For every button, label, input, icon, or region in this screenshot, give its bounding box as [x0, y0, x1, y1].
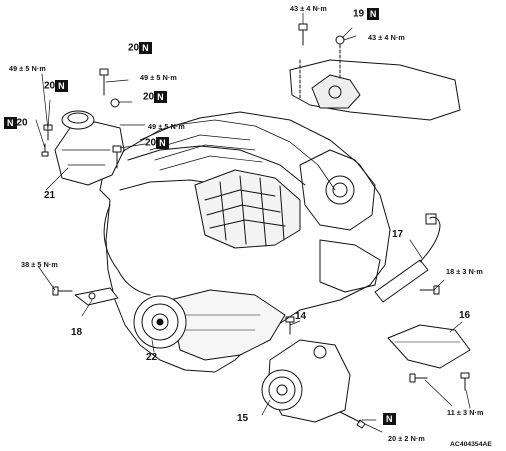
torque-20: 20 ± 2 N·m	[388, 434, 425, 443]
torque-49-c: 49 ± 5 N·m	[148, 122, 185, 131]
callout-14: 14	[295, 311, 307, 322]
engine-mount-bracket-21	[54, 110, 125, 186]
ac-compressor	[261, 339, 351, 423]
new-part-mark: N	[139, 42, 152, 54]
bolts	[41, 23, 470, 429]
callout-22: 22	[146, 352, 158, 363]
new-part-mark: N	[55, 80, 68, 92]
torque-11: 11 ± 3 N·m	[447, 408, 484, 417]
torque-49-b: 49 ± 5 N·m	[140, 73, 177, 82]
engine-mount-bracket-19	[289, 44, 461, 121]
sensor-17	[374, 213, 441, 303]
new-part-mark: N	[156, 137, 169, 149]
new-part-mark: N	[154, 91, 167, 103]
figure-code: AC404354AE	[450, 441, 492, 448]
cover-16	[387, 324, 471, 369]
new-part-mark-bottom: N	[383, 413, 396, 425]
callout-19: 19 N	[353, 8, 380, 20]
torque-49-a: 49 ± 5 N·m	[9, 64, 46, 73]
new-part-mark: N	[4, 117, 17, 129]
torque-43-b: 43 ± 4 N·m	[368, 33, 405, 42]
torque-18: 18 ± 3 N·m	[446, 267, 483, 276]
callout-17: 17	[392, 229, 404, 240]
new-part-mark: N	[366, 8, 380, 20]
torque-38: 38 ± 5 N·m	[21, 260, 58, 269]
callout-18: 18	[71, 327, 83, 338]
crank-pulley	[133, 295, 187, 349]
callout-21: 21	[44, 190, 56, 201]
callout-16: 16	[459, 310, 471, 321]
callout-15: 15	[237, 413, 249, 424]
torque-43-a: 43 ± 4 N·m	[290, 4, 327, 13]
engine-block	[99, 111, 391, 373]
leader-lines	[35, 12, 471, 433]
bracket-18	[74, 287, 119, 306]
